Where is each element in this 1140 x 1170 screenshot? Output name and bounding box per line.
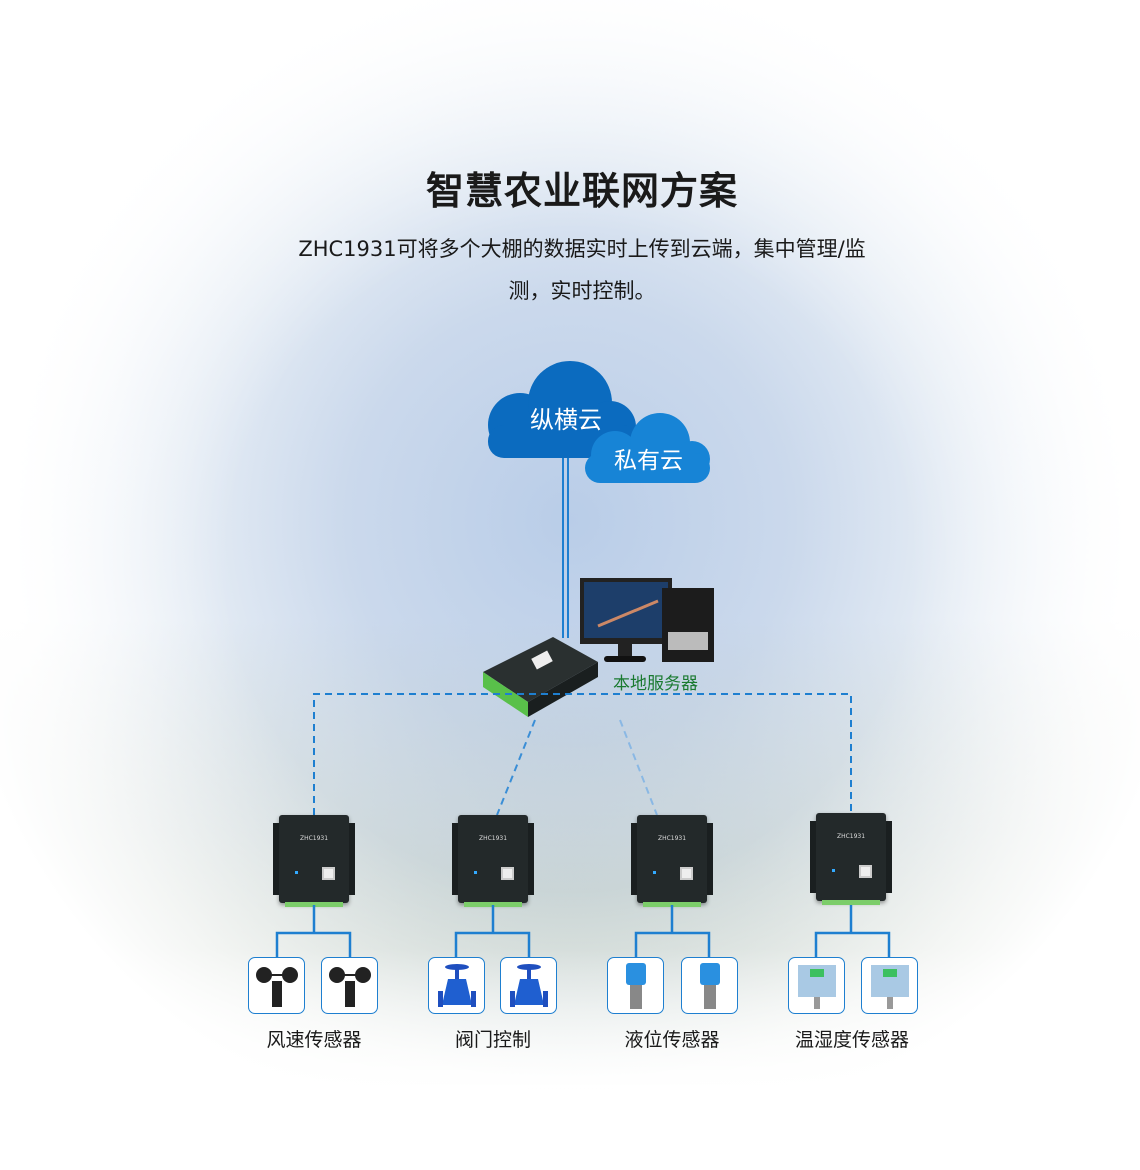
anemometer-icon (321, 957, 378, 1014)
uplink-line (567, 458, 569, 638)
computer-icon (580, 578, 714, 662)
public-cloud-label: 纵横云 (530, 406, 602, 434)
gateway-device: ZHC1931 (273, 815, 355, 907)
local-server-label: 本地服务器 (613, 674, 698, 694)
group-label-level: 液位传感器 (624, 1029, 720, 1051)
anemometer-icon (248, 957, 305, 1014)
private-cloud-icon (585, 413, 710, 483)
group-label-temp-humidity: 温湿度传感器 (794, 1029, 909, 1051)
uplink-line (562, 458, 564, 638)
group-label-wind: 风速传感器 (266, 1029, 362, 1051)
cloud-icons (488, 361, 710, 483)
temp-humidity-sensor-icon (861, 957, 918, 1014)
device-model: ZHC1931 (299, 835, 329, 842)
gateway-device: ZHC1931 (631, 815, 713, 907)
subtitle: ZHC1931可将多个大棚的数据实时上传到云端，集中管理/监 测，实时控制。 (250, 228, 914, 312)
valve-icon (428, 957, 485, 1014)
device-model: ZHC1931 (478, 835, 508, 842)
level-sensor-icon (607, 957, 664, 1014)
gateway-device: ZHC1931 (810, 813, 892, 905)
private-cloud-label: 私有云 (614, 448, 683, 474)
device-model: ZHC1931 (836, 833, 866, 840)
subtitle-line-2: 测，实时控制。 (508, 279, 656, 303)
group-label-valve: 阀门控制 (454, 1029, 531, 1051)
temp-humidity-sensor-icon (788, 957, 845, 1014)
gateway-device: ZHC1931 (452, 815, 534, 907)
page-title: 智慧农业联网方案 (425, 169, 738, 213)
valve-icon (500, 957, 557, 1014)
subtitle-line-1: ZHC1931可将多个大棚的数据实时上传到云端，集中管理/监 (298, 237, 866, 261)
device-model: ZHC1931 (657, 835, 687, 842)
level-sensor-icon (681, 957, 738, 1014)
